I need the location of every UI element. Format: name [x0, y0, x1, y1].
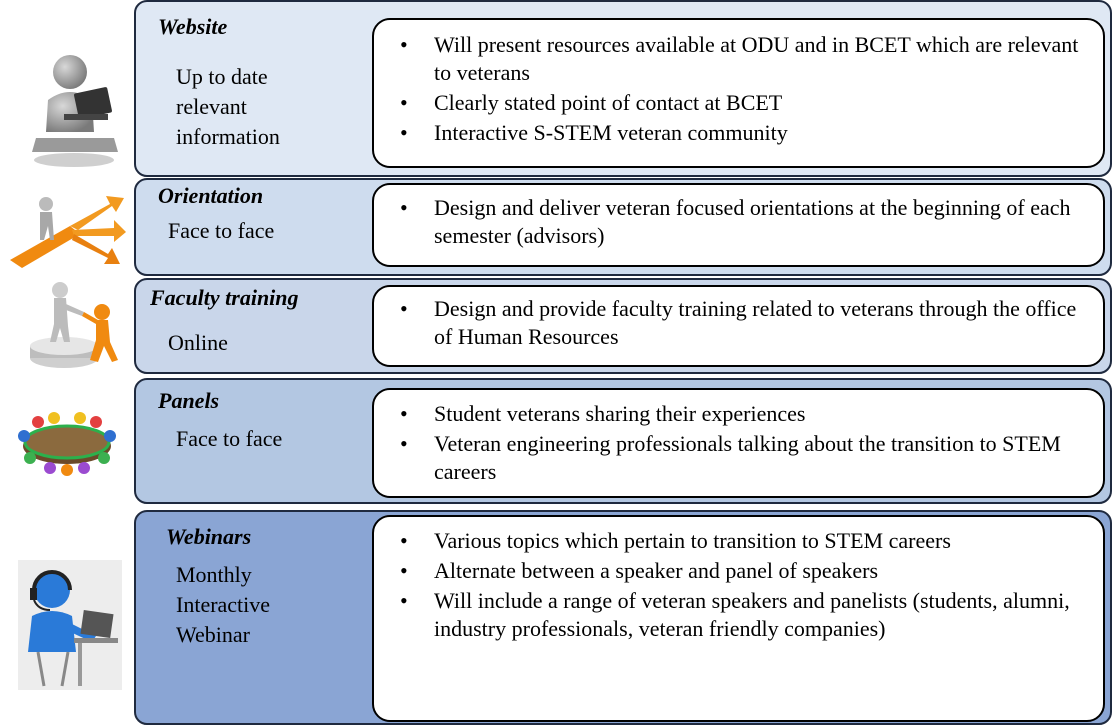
bullet-item: Student veterans sharing their experienc…: [390, 400, 1093, 428]
bullet-item: Clearly stated point of contact at BCET: [390, 89, 1093, 117]
bullet-item: Will include a range of veteran speakers…: [390, 587, 1093, 643]
crossroads-arrows-icon: [10, 196, 126, 268]
bullet-item: Design and provide faculty training rela…: [390, 295, 1093, 351]
faculty-training-subtitle: Online: [168, 328, 228, 358]
subtitle-line: Face to face: [176, 426, 283, 451]
bullet-item: Various topics which pertain to transiti…: [390, 527, 1093, 555]
orientation-heading: Orientation: [158, 183, 264, 208]
bullet-item: Interactive S-STEM veteran community: [390, 119, 1093, 147]
subtitle-line: Monthly: [176, 562, 252, 587]
webinars-details-box: Various topics which pertain to transiti…: [372, 515, 1105, 722]
website-subtitle: Up to date relevant information: [176, 62, 280, 152]
panels-details-box: Student veterans sharing their experienc…: [372, 388, 1105, 498]
person-laptop-icon: [32, 55, 118, 167]
bullet-item: Alternate between a speaker and panel of…: [390, 557, 1093, 585]
helping-hand-icon: [30, 282, 118, 368]
orientation-subtitle: Face to face: [168, 216, 274, 246]
subtitle-line: Interactive: [176, 592, 271, 617]
webinars-heading: Webinars: [166, 524, 252, 549]
subtitle-line: Face to face: [168, 218, 275, 243]
panels-subtitle: Face to face: [176, 424, 282, 454]
subtitle-line: Webinar: [176, 622, 250, 647]
bullet-item: Will present resources available at ODU …: [390, 31, 1093, 87]
subtitle-line: information: [176, 124, 280, 149]
subtitle-line: Online: [168, 330, 228, 355]
subtitle-line: relevant: [176, 94, 247, 119]
subtitle-line: Up to date: [176, 64, 268, 89]
bullet-item: Veteran engineering professionals talkin…: [390, 430, 1093, 486]
panels-heading: Panels: [158, 388, 220, 413]
round-table-meeting-icon: [18, 412, 116, 476]
faculty-training-heading: Faculty training: [150, 285, 299, 310]
webinars-subtitle: Monthly Interactive Webinar: [176, 560, 270, 650]
bullet-item: Design and deliver veteran focused orien…: [390, 194, 1093, 250]
faculty-training-details-box: Design and provide faculty training rela…: [372, 285, 1105, 367]
orientation-details-box: Design and deliver veteran focused orien…: [372, 183, 1105, 267]
website-heading: Website: [158, 14, 228, 39]
headset-computer-user-icon: [18, 560, 122, 690]
website-details-box: Will present resources available at ODU …: [372, 18, 1105, 168]
